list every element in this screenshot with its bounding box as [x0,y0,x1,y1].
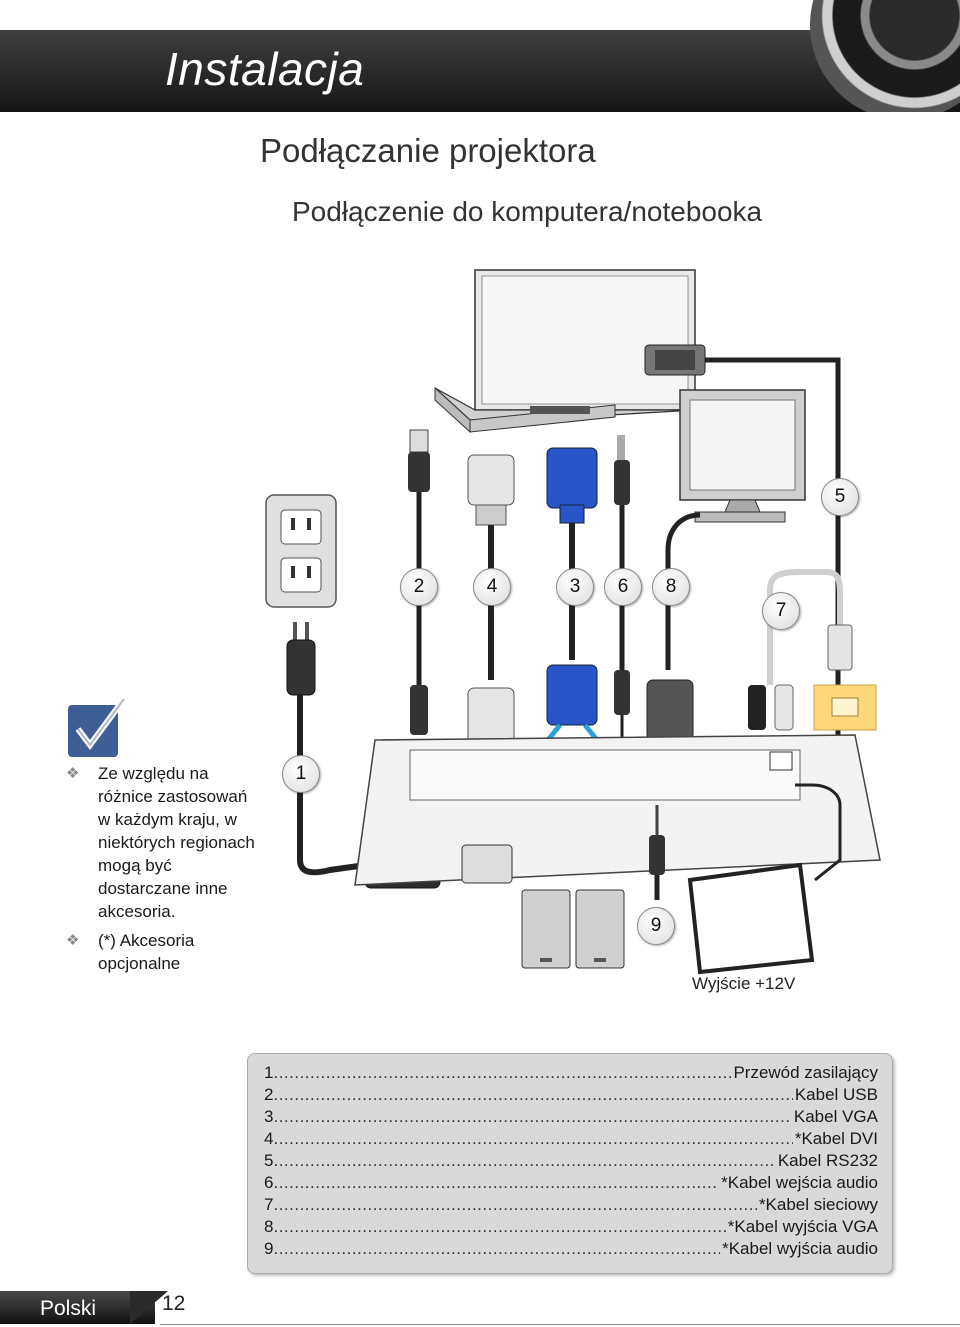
legend-label: *Kabel wejścia audio [721,1173,878,1192]
page-header: Instalacja [0,0,960,112]
legend-row: 4 *Kabel DVI [264,1128,878,1150]
legend-dots [273,1128,792,1150]
note-icon [66,697,127,759]
legend-row: 6 *Kabel wejścia audio [264,1172,878,1194]
badge-8: 8 [652,568,690,606]
legend-label: *Kabel wyjścia VGA [727,1217,878,1236]
output-12v-label: Wyjście +12V [692,974,796,993]
legend-row: 3 Kabel VGA [264,1106,878,1128]
cable-legend: 1 Przewód zasilający 2 Kabel USB 3 Kabel VG… [247,1053,893,1274]
legend-dots [273,1172,719,1194]
legend-label: *Kabel DVI [794,1129,878,1148]
lan-cable [748,569,877,731]
footer-language-tab: Polski [0,1291,155,1324]
audio-out-cable [649,805,665,900]
diamond-bullet-icon: ❖ [66,932,80,949]
legend-number: 6 [264,1173,274,1192]
note-item: ❖ (*) Akcesoria opcjonalne [66,929,256,975]
legend-number: 8 [264,1217,274,1236]
speakers-illustration [521,889,625,969]
header-band [0,30,960,112]
note-text: (*) Akcesoria opcjonalne [98,931,195,973]
vga-out-cable [646,679,694,741]
legend-number: 4 [264,1129,274,1148]
legend-label: *Kabel wyjścia audio [722,1239,878,1258]
section-title: Podłączanie projektora [260,132,596,169]
projector-illustration [354,734,881,886]
legend-row: 7 *Kabel sieciowy [264,1194,878,1216]
legend-dots [273,1150,775,1172]
legend-row: 9 *Kabel wyjścia audio [264,1238,878,1260]
legend-row: 2 Kabel USB [264,1084,878,1106]
laptop-illustration [434,269,696,434]
legend-label: Kabel RS232 [777,1151,878,1170]
legend-number: 7 [264,1195,274,1214]
legend-label: Przewód zasilający [733,1063,878,1082]
footer-language: Polski [40,1297,97,1320]
legend-dots [273,1084,792,1106]
badge-6: 6 [604,568,642,606]
legend-dots [273,1194,756,1216]
legend-row: 5 Kabel RS232 [264,1150,878,1172]
legend-dots [273,1062,731,1084]
badge-4: 4 [473,568,511,606]
badge-3: 3 [556,568,594,606]
legend-number: 3 [264,1107,274,1126]
badge-5: 5 [821,478,859,516]
legend-number: 1 [264,1063,274,1082]
note-text: Ze względu na różnice zastosowań w każdy… [98,764,255,921]
diamond-bullet-icon: ❖ [66,765,80,782]
connection-diagram: 1 2 4 3 6 8 5 7 9 [0,260,960,1020]
chapter-title: Instalacja [165,43,365,95]
sub-title: Podłączenie do komputera/notebooka [292,196,763,227]
footer-rule [160,1324,960,1325]
projection-screen [687,862,815,975]
badge-2: 2 [400,568,438,606]
page-number: 12 [162,1292,186,1315]
legend-label: Kabel USB [794,1085,878,1104]
legend-label: *Kabel sieciowy [758,1195,878,1214]
legend-label: Kabel VGA [793,1107,878,1126]
note-item: ❖ Ze względu na różnice zastosowań w każ… [66,762,256,923]
notes-list: ❖ Ze względu na różnice zastosowań w każ… [66,762,256,981]
badge-7: 7 [762,592,800,630]
legend-dots [273,1216,725,1238]
legend-dots [273,1106,791,1128]
wall-outlet [265,494,337,608]
badge-1: 1 [282,755,320,793]
legend-number: 9 [264,1239,274,1258]
legend-number: 2 [264,1085,274,1104]
footer-tab-slant [130,1291,168,1324]
legend-dots [273,1238,720,1260]
legend-row: 8 *Kabel wyjścia VGA [264,1216,878,1238]
legend-row: 1 Przewód zasilający [264,1062,878,1084]
legend-number: 5 [264,1151,274,1170]
monitor-illustration [665,389,806,670]
badge-9: 9 [637,907,675,945]
